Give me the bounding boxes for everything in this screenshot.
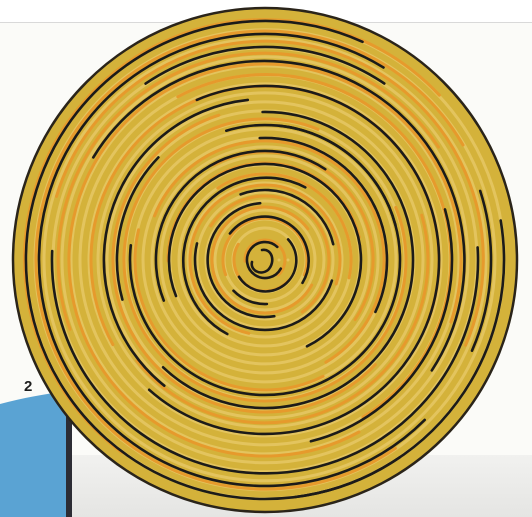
spiral-disc-illustration	[0, 0, 532, 517]
page: 2	[0, 0, 532, 517]
